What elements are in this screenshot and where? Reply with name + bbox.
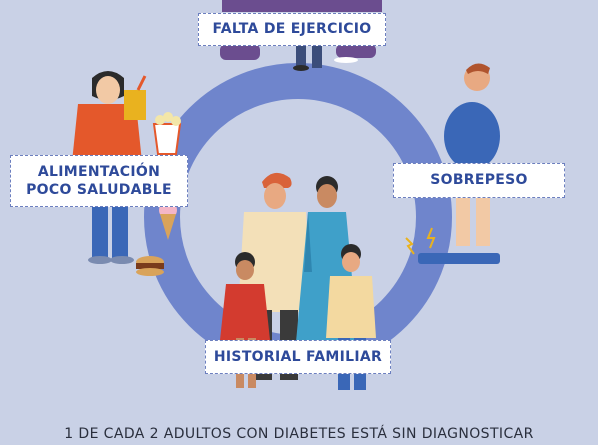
unhealthy-food-person-illustration (72, 71, 182, 276)
label-alimentacion-poco-saludable: ALIMENTACIÓN POCO SALUDABLE (10, 155, 188, 207)
label-falta-de-ejercicio: FALTA DE EJERCICIO (198, 13, 386, 46)
label-historial-familiar: HISTORIAL FAMILIAR (205, 340, 391, 374)
label-sobrepeso: SOBREPESO (393, 163, 565, 198)
label-alimentacion-line1: ALIMENTACIÓN (37, 163, 161, 180)
footer-caption: 1 DE CADA 2 ADULTOS CON DIABETES ESTÁ SI… (64, 426, 534, 442)
sedentary-people-illustration (220, 0, 382, 71)
label-alimentacion-line2: POCO SALUDABLE (26, 182, 172, 198)
